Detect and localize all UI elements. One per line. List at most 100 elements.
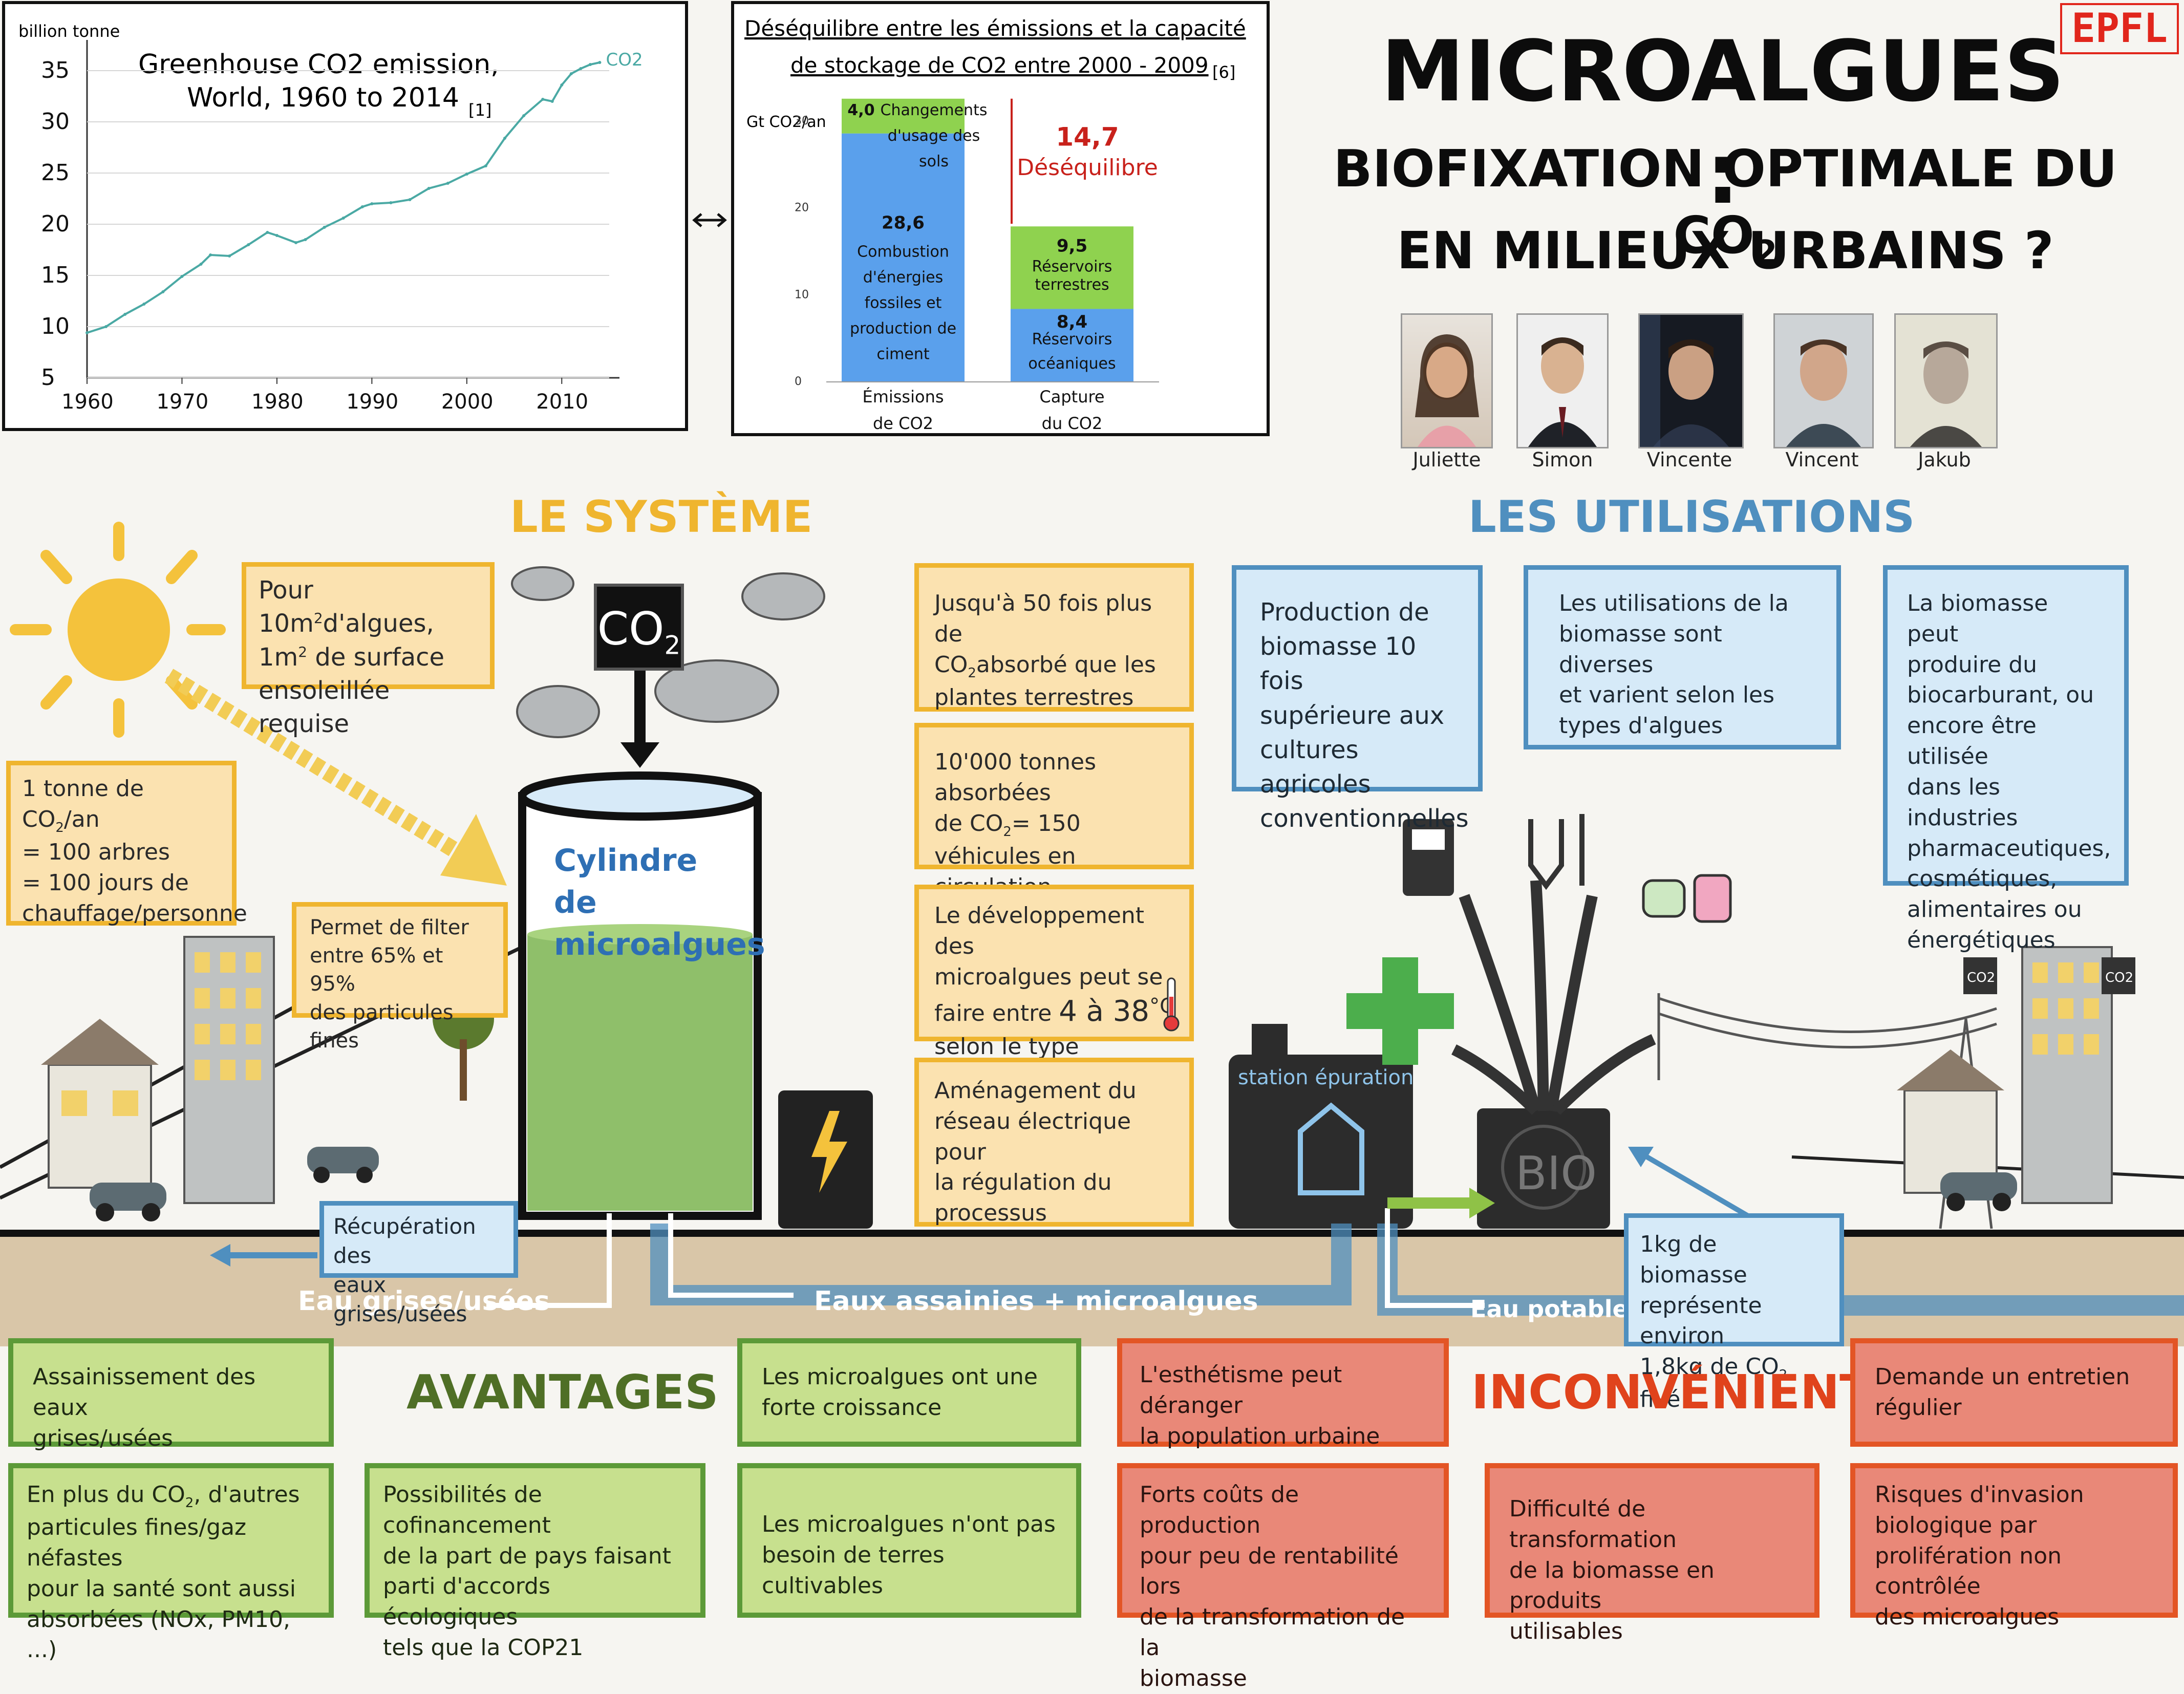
- info-line: biomasse 10 fois: [1260, 632, 1417, 696]
- info-line: tels que la COP21: [383, 1635, 584, 1661]
- info-box-50x: Jusqu'à 50 fois plus de CO2absorbé que l…: [914, 563, 1194, 712]
- chart-title-line2: World, 1960 to 2014: [187, 82, 459, 113]
- microalgae-cylinder: [518, 771, 762, 1220]
- info-box-tonne-equivalent: 1 tonne de CO2/an = 100 arbres = 100 jou…: [6, 761, 247, 927]
- info-line: Le développement des: [934, 903, 1145, 959]
- co2-bar-chart-svg: Déséquilibre entre les émissions et la c…: [744, 16, 1246, 433]
- water-clean-label: Eaux assainies + microalgues: [814, 1286, 1258, 1317]
- data-point: [579, 67, 583, 70]
- info-box-temperature: Le développement des microalgues peut se…: [914, 885, 1194, 1090]
- data-point: [360, 205, 364, 208]
- data-point: [266, 231, 269, 234]
- info-line: biologique par: [1875, 1512, 2037, 1538]
- co2-imbalance-chart: Déséquilibre entre les émissions et la c…: [731, 1, 1270, 436]
- cylinder-label-line1: Cylindre de: [554, 843, 698, 920]
- title-line2-text: BIOFIXATION OPTIMALE DU CO: [1333, 139, 2117, 265]
- info-line: dans les industries: [1907, 774, 2018, 831]
- roof-co2-label: CO2: [1967, 970, 1995, 985]
- author-name: Vincent: [1785, 448, 1859, 471]
- food-icon: [1528, 814, 1585, 890]
- advantage-particles: En plus du CO2, d'autres particules fine…: [8, 1463, 334, 1663]
- data-point: [560, 83, 564, 87]
- co2-line-chart-svg: billion tonne Greenhouse CO2 emission, W…: [18, 22, 643, 414]
- info-line: alimentaires ou: [1907, 896, 2082, 923]
- info-line: Possibilités de cofinancement: [383, 1482, 551, 1538]
- segment-value-terrestrial: 9,5: [1057, 235, 1087, 256]
- data-point: [209, 253, 212, 256]
- y-tick-label: 5: [41, 364, 55, 391]
- segment-value-oceanic: 8,4: [1057, 312, 1087, 332]
- advantage-growth: Les microalgues ont une forte croissance: [737, 1338, 1081, 1447]
- author-name: Vincente: [1646, 448, 1732, 471]
- double-arrow-icon: [692, 213, 727, 227]
- fuel-pump-icon: [1403, 819, 1454, 896]
- disadvantage-transformation: Difficulté de transformation de la bioma…: [1485, 1463, 1819, 1644]
- info-line: Risques d'invasion: [1875, 1482, 2084, 1508]
- chart-title-line1: Greenhouse CO2 emission,: [138, 49, 499, 80]
- cylinder-label-line2: microalgues: [554, 927, 765, 962]
- x-tick-label: 2010: [536, 390, 588, 414]
- segment-label-land: sols: [919, 153, 949, 170]
- title-line3-text: EN MILIEUX URBAINS ?: [1397, 221, 2054, 281]
- info-line: forte croissance: [762, 1394, 942, 1421]
- info-line: des particules fines: [310, 1000, 454, 1053]
- info-line: cultures agricoles: [1260, 735, 1371, 799]
- info-line: utilisables: [1509, 1618, 1623, 1645]
- roof-co2-label: CO2: [2105, 970, 2133, 985]
- info-line: de la part de pays faisant: [383, 1542, 671, 1569]
- data-point: [104, 325, 108, 328]
- use-box-biomass-production: Production de biomasse 10 fois supérieur…: [1232, 565, 1483, 833]
- info-line: = 100 jours de: [22, 869, 189, 896]
- author-name: Jakub: [1918, 448, 1971, 471]
- bar-segment: [842, 98, 965, 134]
- category-label: Émissions: [862, 387, 944, 406]
- section-heading-inconvenients: INCONVÉNIENTS: [1471, 1365, 1906, 1420]
- data-point: [323, 226, 326, 229]
- author-jakub: Jakub: [1894, 313, 1998, 471]
- data-point: [180, 275, 184, 278]
- info-line: pour la santé sont aussi: [27, 1575, 296, 1602]
- y-tick-label: 25: [41, 160, 70, 186]
- segment-label-fossil: ciment: [876, 345, 930, 363]
- info-line: En plus du CO2, d'autres: [27, 1482, 300, 1511]
- x-tick-label: 1960: [61, 390, 114, 414]
- info-line: et varient selon les: [1559, 682, 1775, 709]
- data-point: [123, 313, 127, 316]
- poster-title-line3: EN MILIEUX URBAINS ?: [1331, 218, 2119, 284]
- y-tick-label: 10: [41, 313, 70, 339]
- info-line: Les utilisations de la: [1559, 590, 1789, 616]
- info-line: particules fines/gaz néfastes: [27, 1514, 247, 1571]
- segment-label-terrestrial: terrestres: [1035, 276, 1109, 294]
- author-simon: Simon: [1516, 313, 1609, 471]
- info-line: CO2absorbé que les: [934, 651, 1156, 681]
- info-line: Assainissement des eaux: [33, 1364, 256, 1421]
- info-line: Jusqu'à 50 fois plus de: [934, 590, 1152, 647]
- poster-title-line1: MICROALGUES :: [1352, 20, 2094, 225]
- x-tick-label: 1980: [251, 390, 304, 414]
- chart-ylabel: billion tonne: [18, 22, 120, 41]
- info-line: représente environ: [1640, 1292, 1762, 1349]
- info-line: besoin de terres cultivables: [762, 1541, 945, 1599]
- info-line: Demande un entretien: [1875, 1364, 2130, 1390]
- info-line: énergétiques: [1907, 927, 2055, 954]
- info-line: encore être utilisée: [1907, 713, 2037, 770]
- bar-chart-title-line1: Déséquilibre entre les émissions et la c…: [744, 16, 1246, 41]
- info-line: biomasse sont diverses: [1559, 620, 1722, 678]
- avatar: [1894, 313, 1998, 448]
- data-point: [541, 98, 545, 101]
- epfl-logo-text: EPFL: [2071, 6, 2168, 52]
- co2-input-label: CO: [597, 603, 665, 655]
- water-potable-label: Eau potable: [1470, 1295, 1629, 1323]
- disadvantage-maintenance: Demande un entretien régulier: [1850, 1338, 2178, 1447]
- info-line: grises/usées: [33, 1425, 173, 1451]
- info-line: eaux grises/usées: [333, 1272, 467, 1327]
- disadvantage-costs: Forts coûts de production pour peu de re…: [1117, 1463, 1449, 1691]
- data-point: [341, 217, 345, 220]
- data-point: [408, 198, 412, 201]
- info-line: microalgues peut se: [934, 963, 1163, 990]
- avatar: [1401, 313, 1493, 448]
- info-line: la population urbaine: [1140, 1423, 1380, 1449]
- bar-segment: [1011, 226, 1133, 309]
- segment-label-land: Changements: [881, 101, 988, 119]
- info-line: parti d'accords écologiques: [383, 1573, 550, 1631]
